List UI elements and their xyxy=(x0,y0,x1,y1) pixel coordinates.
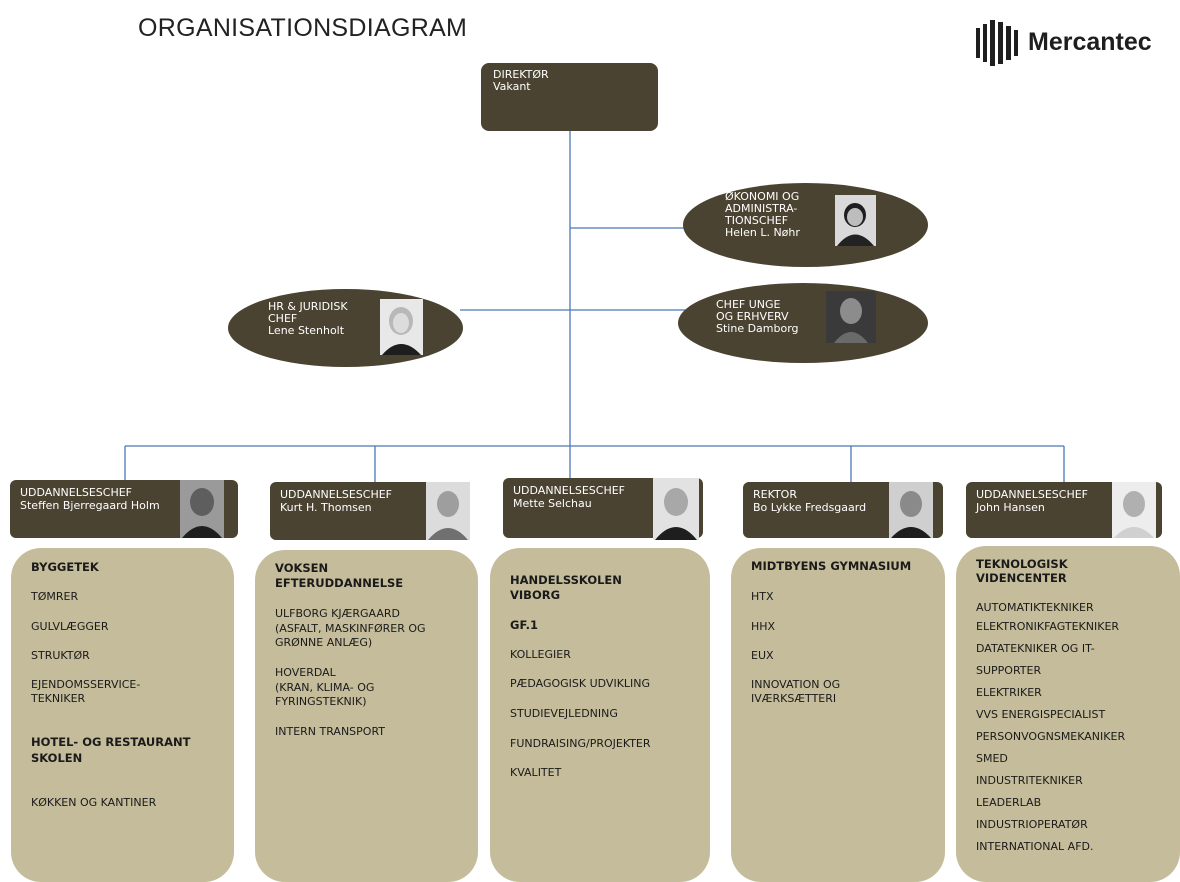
dept-panel-voksen: VOKSEN EFTERUDDANNELSE ULFBORG KJÆRGAARD… xyxy=(255,550,478,882)
dept-item: FYRINGSTEKNIK) xyxy=(275,695,367,708)
dept-item: LEADERLAB xyxy=(976,796,1042,809)
staff-oval-hr: HR & JURIDISK CHEF Lene Stenholt xyxy=(228,289,463,367)
dept-heading: BYGGETEK xyxy=(31,560,99,574)
head-box-voksen: UDDANNELSESCHEF Kurt H. Thomsen xyxy=(270,482,470,540)
dept-panel-handel: HANDELSSKOLEN VIBORG GF.1 KOLLEGIER PÆDA… xyxy=(490,548,710,882)
dept-heading: GF.1 xyxy=(510,618,538,632)
mercantec-bars-logo-icon xyxy=(976,20,1018,66)
head-box-videncenter: UDDANNELSESCHEF John Hansen xyxy=(966,482,1162,538)
dept-heading: VIDENCENTER xyxy=(976,571,1067,585)
dept-item: SUPPORTER xyxy=(976,664,1042,677)
head-name: John Hansen xyxy=(976,501,1045,514)
dept-item: (ASFALT, MASKINFØRER OG xyxy=(275,622,426,635)
dept-panel-gymnasium: MIDTBYENS GYMNASIUM HTX HHX EUX INNOVATI… xyxy=(731,548,945,882)
staff-oval-youth: CHEF UNGE OG ERHVERV Stine Damborg xyxy=(678,283,928,363)
dept-item: EUX xyxy=(751,649,774,662)
dept-heading: HANDELSSKOLEN xyxy=(510,573,622,587)
portrait-photo xyxy=(826,291,876,343)
head-box-gymnasium: REKTOR Bo Lykke Fredsgaard xyxy=(743,482,943,538)
director-box: DIREKTØR Vakant xyxy=(481,63,658,131)
dept-item: VVS ENERGISPECIALIST xyxy=(976,708,1106,721)
dept-item: INDUSTRIOPERATØR xyxy=(976,818,1088,831)
dept-item: ELEKTRIKER xyxy=(976,686,1042,699)
company-logo: Mercantec xyxy=(974,18,1152,66)
page-title: ORGANISATIONSDIAGRAM xyxy=(138,14,468,42)
staff-line: Helen L. Nøhr xyxy=(725,226,800,239)
dept-item: INTERN TRANSPORT xyxy=(275,725,386,738)
dept-item: INNOVATION OG xyxy=(751,678,841,691)
staff-line: CHEF UNGE xyxy=(716,298,781,311)
dept-item: SMED xyxy=(976,752,1008,765)
dept-heading: MIDTBYENS GYMNASIUM xyxy=(751,559,912,573)
dept-item: EJENDOMSSERVICE- xyxy=(31,678,141,691)
dept-item: DATATEKNIKER OG IT- xyxy=(976,642,1095,655)
director-name: Vakant xyxy=(493,80,531,93)
staff-line: HR & JURIDISK xyxy=(268,300,348,313)
dept-item: INTERNATIONAL AFD. xyxy=(976,840,1094,853)
head-box-handel: UDDANNELSESCHEF Mette Selchau xyxy=(503,478,703,540)
dept-item: HHX xyxy=(751,620,776,633)
portrait-photo xyxy=(835,195,876,246)
dept-item: STRUKTØR xyxy=(31,649,90,662)
dept-panel-videncenter: TEKNOLOGISK VIDENCENTER AUTOMATIKTEKNIKE… xyxy=(956,546,1180,882)
dept-item: GULVLÆGGER xyxy=(31,620,109,633)
portrait-photo xyxy=(1112,482,1156,538)
head-role: UDDANNELSESCHEF xyxy=(513,484,626,497)
head-role: UDDANNELSESCHEF xyxy=(20,486,133,499)
staff-line: TIONSCHEF xyxy=(725,214,789,227)
dept-heading: EFTERUDDANNELSE xyxy=(275,576,404,590)
dept-item: STUDIEVEJLEDNING xyxy=(510,707,618,720)
staff-line: OG ERHVERV xyxy=(716,310,789,323)
dept-item: FUNDRAISING/PROJEKTER xyxy=(510,737,651,750)
dept-panel-byggetek: BYGGETEK TØMRER GULVLÆGGER STRUKTØR EJEN… xyxy=(11,548,234,882)
head-role: UDDANNELSESCHEF xyxy=(280,488,393,501)
dept-item: TEKNIKER xyxy=(31,692,86,705)
portrait-photo xyxy=(426,482,470,540)
dept-item: GRØNNE ANLÆG) xyxy=(275,636,373,649)
dept-item: (KRAN, KLIMA- OG xyxy=(275,681,375,694)
dept-item: ULFBORG KJÆRGAARD xyxy=(275,607,400,620)
dept-heading: HOTEL- OG RESTAURANT xyxy=(31,735,191,749)
portrait-photo xyxy=(653,478,699,540)
staff-text-hr: HR & JURIDISK CHEF Lene Stenholt xyxy=(268,301,348,337)
dept-item: HTX xyxy=(751,590,774,603)
portrait-photo xyxy=(889,482,933,538)
staff-text-finance: ØKONOMI OG ADMINISTRA- TIONSCHEF Helen L… xyxy=(725,191,800,239)
staff-line: CHEF xyxy=(268,312,298,325)
director-role: DIREKTØR xyxy=(493,68,549,81)
head-name: Steffen Bjerregaard Holm xyxy=(20,499,160,512)
dept-item: INDUSTRITEKNIKER xyxy=(976,774,1083,787)
dept-item: TØMRER xyxy=(31,590,79,603)
staff-line: ØKONOMI OG xyxy=(725,190,800,203)
dept-item: HOVERDAL xyxy=(275,666,336,679)
dept-heading: VIBORG xyxy=(510,588,561,602)
logo-text: Mercantec xyxy=(1028,27,1152,56)
portrait-photo xyxy=(380,299,423,355)
head-name: Kurt H. Thomsen xyxy=(280,501,372,514)
staff-oval-finance: ØKONOMI OG ADMINISTRA- TIONSCHEF Helen L… xyxy=(683,183,928,267)
dept-item: PÆDAGOGISK UDVIKLING xyxy=(510,677,651,690)
dept-item: IVÆRKSÆTTERI xyxy=(751,692,837,705)
dept-item: KØKKEN OG KANTINER xyxy=(31,796,157,809)
dept-item: KOLLEGIER xyxy=(510,648,571,661)
head-role: REKTOR xyxy=(753,488,797,501)
dept-heading: SKOLEN xyxy=(31,751,83,765)
head-box-byggetek: UDDANNELSESCHEF Steffen Bjerregaard Holm xyxy=(10,480,238,538)
dept-item: AUTOMATIKTEKNIKER xyxy=(976,601,1094,614)
dept-heading: VOKSEN xyxy=(275,561,329,575)
head-name: Bo Lykke Fredsgaard xyxy=(753,501,867,514)
director-text: DIREKTØR Vakant xyxy=(493,69,549,93)
portrait-photo xyxy=(180,480,224,538)
dept-item: PERSONVOGNSMEKANIKER xyxy=(976,730,1126,743)
dept-item: KVALITET xyxy=(510,766,562,779)
dept-item: ELEKTRONIKFAGTEKNIKER xyxy=(976,620,1120,633)
staff-text-youth: CHEF UNGE OG ERHVERV Stine Damborg xyxy=(716,299,799,335)
head-name: Mette Selchau xyxy=(513,497,592,510)
staff-line: Stine Damborg xyxy=(716,322,799,335)
staff-line: ADMINISTRA- xyxy=(725,202,798,215)
dept-heading: TEKNOLOGISK xyxy=(976,557,1068,571)
staff-line: Lene Stenholt xyxy=(268,324,345,337)
head-role: UDDANNELSESCHEF xyxy=(976,488,1089,501)
